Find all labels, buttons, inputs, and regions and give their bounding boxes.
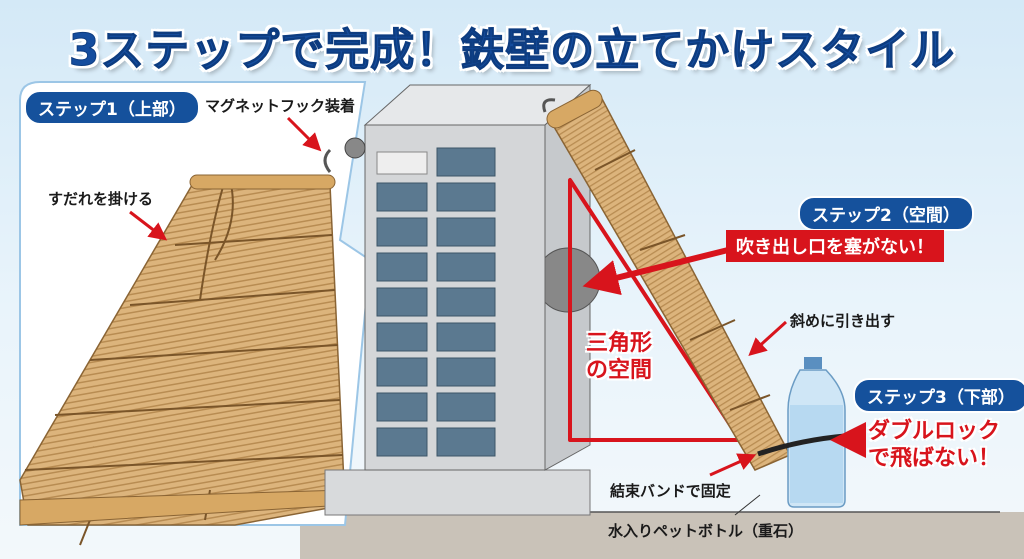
ac-louver [376, 357, 428, 387]
ac-louver [436, 357, 496, 387]
triangle-space-label: 三角形 の空間 [586, 331, 653, 383]
page-title: 3ステップで完成！鉄壁の立てかけスタイル [68, 25, 956, 77]
air-conditioner-outdoor-unit [323, 83, 601, 516]
step3-badge: ステップ3（下部） [853, 378, 1024, 413]
ac-louver [436, 217, 496, 247]
ground [300, 511, 1024, 559]
ac-louver [376, 392, 428, 422]
double-lock-label: ダブルロック で飛ばない！ [868, 419, 1001, 471]
cable-tie-label: 結束バンドで固定 [610, 482, 731, 500]
hang-sudare-label: すだれを掛ける [48, 190, 154, 208]
water-bottle-label: 水入りペットボトル（重石） [608, 522, 804, 540]
ac-louver [436, 287, 496, 317]
ac-louver [436, 252, 496, 282]
ac-louver [436, 427, 496, 457]
ac-louver [436, 182, 496, 212]
ac-louver [436, 147, 496, 177]
ac-louver [376, 427, 428, 457]
right-sudare-blind [546, 89, 792, 471]
triangle-space-outline [568, 178, 742, 442]
ac-louver [376, 287, 428, 317]
ac-louver [436, 322, 496, 352]
red-arrows [129, 116, 866, 477]
ac-louver [376, 322, 428, 352]
step1-badge: ステップ1（上部） [24, 90, 200, 125]
magnet-hook-label: マグネットフック装着 [205, 97, 356, 115]
step2-badge: ステップ2（空間） [798, 196, 974, 231]
ac-louver [376, 217, 428, 247]
vent-warning-banner: 吹き出し口を塞がない！ [726, 230, 944, 262]
ac-louver [376, 182, 428, 212]
bottle-leader-line [734, 494, 761, 516]
ac-louver [376, 252, 428, 282]
pull-diagonal-label: 斜めに引き出す [790, 312, 896, 330]
ac-louver [436, 392, 496, 422]
